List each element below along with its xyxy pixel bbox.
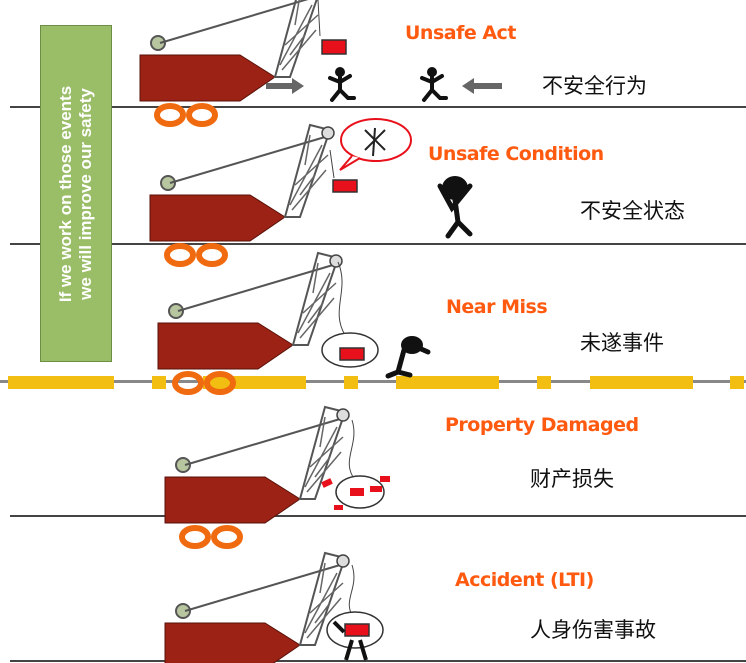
label-near-miss-zh: 未遂事件 [580, 331, 664, 355]
injured-worker-icon [332, 620, 368, 661]
load-box [332, 179, 358, 193]
load-box [321, 39, 347, 55]
debris-icon [321, 476, 390, 510]
label-unsafe-act-zh: 不安全行为 [542, 74, 647, 98]
crane-property-damaged [165, 407, 390, 546]
arrow-left-icon [462, 78, 502, 94]
crane-near-miss [158, 253, 379, 392]
crane-unsafe-act [140, 0, 347, 124]
label-property-damaged-zh: 财产损失 [530, 467, 614, 491]
load-box [339, 347, 365, 361]
worker-ducking-icon [385, 336, 431, 379]
crane-unsafe-condition [150, 125, 358, 264]
label-near-miss: Near Miss [446, 296, 548, 318]
banner-line-1: If we work on those events [56, 85, 75, 302]
label-accident-zh: 人身伤害事故 [530, 618, 656, 642]
label-unsafe-condition: Unsafe Condition [428, 143, 604, 165]
crane-accident [165, 553, 384, 663]
arrow-right-icon [266, 78, 304, 94]
label-property-damaged: Property Damaged [445, 414, 639, 436]
label-unsafe-condition-zh: 不安全状态 [580, 199, 685, 223]
banner-text: If we work on those events we will impro… [56, 29, 96, 359]
load-box [344, 623, 370, 637]
label-unsafe-act: Unsafe Act [405, 22, 516, 44]
label-accident: Accident (LTI) [455, 569, 594, 591]
safety-message-banner: If we work on those events we will impro… [40, 25, 112, 362]
banner-line-2: we will improve our safety [76, 87, 95, 300]
worker-icon [420, 65, 448, 102]
dashed-threshold-line [0, 376, 746, 389]
thought-bubble-icon [339, 118, 412, 171]
worker-thinking-icon [437, 176, 473, 239]
worker-icon [328, 65, 356, 102]
